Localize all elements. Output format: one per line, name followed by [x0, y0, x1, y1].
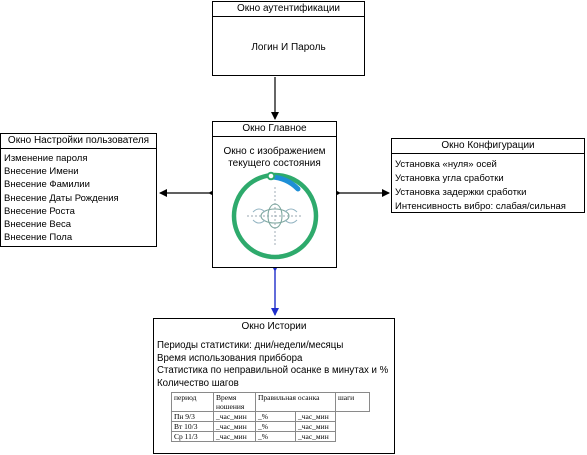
config-item-vibration: Интенсивность вибро: слабая/сильная	[395, 201, 566, 212]
user-settings-window: Окно Настройки пользователя Изменение па…	[0, 133, 157, 247]
user-item-sex: Внесение Пола	[4, 232, 73, 244]
table-header-steps: шаги	[335, 392, 370, 412]
main-window-title: Окно Главное	[213, 122, 336, 137]
user-item-password: Изменение пароля	[4, 153, 88, 164]
auth-window: Окно аутентификации Логин И Пароль	[212, 1, 365, 76]
user-item-birthdate: Внесение Даты Рождения	[4, 192, 119, 204]
user-item-name: Внесение Имени	[4, 166, 79, 178]
table-cell: _%	[255, 411, 296, 422]
table-header-row: период Время ношения Правильная осанка ш…	[171, 392, 370, 412]
table-row: Пн 9/3 _час_мин _% _час_мин	[171, 411, 370, 422]
history-item-usage-time: Время использования приббора	[157, 352, 303, 364]
table-row: Ср 11/3 _час_мин _% _час_мин	[171, 431, 370, 442]
history-window: Окно Истории Периоды статистики: дни/нед…	[153, 318, 395, 454]
history-item-bad-posture: Статистика по неправильной осанке в мину…	[157, 365, 389, 376]
config-item-zero-axes: Установка «нуля» осей	[395, 159, 497, 170]
table-cell: _час_мин	[295, 421, 336, 432]
posture-gauge-icon	[231, 171, 319, 260]
main-subtitle-line1: Окно с изображением	[223, 146, 326, 157]
user-item-height: Внесение Роста	[4, 205, 75, 217]
main-subtitle-line2: текущего состояния	[228, 158, 321, 169]
table-header-period: период	[171, 392, 214, 412]
history-stats-table: период Время ношения Правильная осанка ш…	[171, 392, 370, 442]
table-cell-empty	[336, 432, 370, 442]
main-window: Окно Главное Окно с изображением текущег…	[212, 121, 337, 268]
table-cell-empty	[336, 422, 370, 432]
user-item-surname: Внесение Фамилии	[4, 179, 90, 191]
table-cell: _час_мин	[213, 421, 256, 432]
table-row: Вт 10/3 _час_мин _% _час_мин	[171, 421, 370, 432]
table-cell: _час_мин	[213, 411, 256, 422]
table-header-wear-time: Время ношения	[213, 392, 256, 412]
table-cell: Ср 11/3	[171, 431, 214, 442]
user-item-weight: Внесение Веса	[4, 218, 72, 230]
history-item-steps: Количество шагов	[157, 377, 239, 389]
auth-window-body: Логин И Пароль	[251, 42, 326, 53]
history-item-periods: Периоды статистики: дни/недели/месяцы	[157, 340, 344, 351]
config-title: Окно Конфигурации	[392, 139, 584, 154]
table-cell: Вт 10/3	[171, 421, 214, 432]
config-item-trigger-delay: Установка задержки сработки	[395, 187, 527, 198]
table-cell: _час_мин	[295, 411, 336, 422]
table-cell: Пн 9/3	[171, 411, 214, 422]
table-cell-empty	[336, 412, 370, 422]
table-cell: _%	[255, 431, 296, 442]
table-cell: _%	[255, 421, 296, 432]
table-cell: _час_мин	[213, 431, 256, 442]
table-header-correct-posture: Правильная осанка	[255, 392, 336, 412]
config-window: Окно Конфигурации Установка «нуля» осей …	[391, 138, 585, 213]
config-item-trigger-angle: Установка угла сработки	[395, 173, 504, 184]
auth-window-title: Окно аутентификации	[213, 2, 364, 17]
table-cell: _час_мин	[295, 431, 336, 442]
user-settings-title: Окно Настройки пользователя	[1, 134, 156, 149]
history-title: Окно Истории	[241, 321, 307, 332]
